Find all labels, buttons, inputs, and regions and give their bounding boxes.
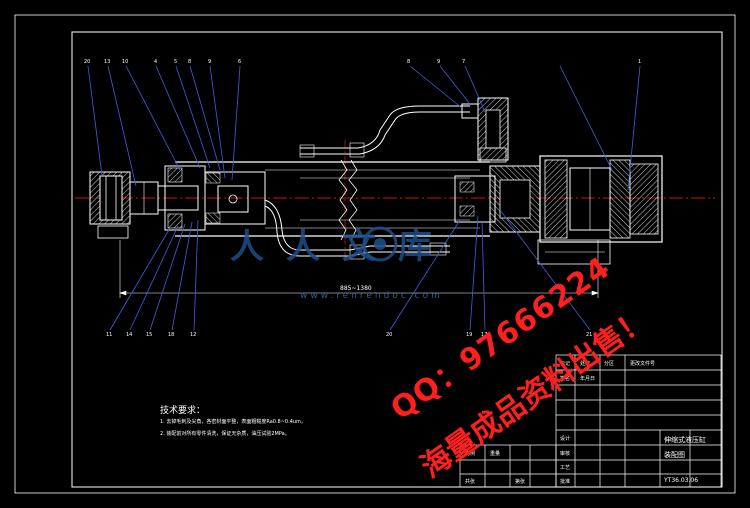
tb-mark-2: 处数 [580, 361, 591, 367]
tb-review: 审核 [560, 451, 571, 457]
tb-total-sheets: 共张 [465, 479, 476, 485]
site-watermark: www.renrendoc.com [300, 291, 443, 301]
cylinder-head-left [164, 165, 266, 231]
tb-mark-4: 更改文件号 [630, 361, 656, 367]
callout-top-7: 9 [208, 59, 212, 65]
right-gland [454, 165, 541, 233]
tb-mark-6: 年月日 [580, 376, 596, 382]
title-line-1: 伸缩式液压缸 [664, 436, 706, 444]
callout-top-8: 6 [238, 59, 242, 65]
tb-weight: 重量 [490, 451, 501, 457]
title-line-2: 装配图 [664, 451, 685, 459]
callout-bottom-6: 20 [386, 332, 393, 338]
tb-mark-1: 标记 [560, 361, 571, 367]
callout-top-5: 5 [174, 59, 178, 65]
tb-mark-3: 分区 [604, 361, 615, 367]
cylinder-barrel [175, 159, 490, 241]
callout-top-2: 13 [104, 59, 111, 65]
technical-requirements-title: 技术要求： [160, 406, 206, 416]
callout-top-3: 10 [122, 59, 129, 65]
drawing-number: YT36.03.06 [664, 477, 699, 484]
tb-sheet-no: 第张 [515, 479, 526, 485]
logo-watermark [362, 226, 398, 262]
tb-approve: 批准 [560, 479, 571, 485]
leader-lines [87, 65, 641, 331]
rod-end-fitting [89, 171, 159, 239]
valve-block [461, 97, 509, 163]
logo-text: 人人文库 [230, 227, 454, 267]
callout-bottom-3: 15 [146, 332, 153, 338]
tb-mark-5: 签名 [560, 376, 571, 382]
callout-top-1: 20 [84, 59, 91, 65]
overall-dimension-label: 885~1380 [340, 285, 372, 292]
overall-dimension [119, 240, 599, 298]
callout-bottom-4: 18 [168, 332, 175, 338]
piston-rod [157, 185, 199, 211]
callout-bottom-5: 12 [190, 332, 197, 338]
tech-note-1: 1. 去掉毛刺及尖角，各密封面平整，表面粗糙度Ra0.8~0.4um， [160, 419, 306, 425]
end-cap-right [537, 155, 663, 265]
callout-top-12: 1 [638, 59, 642, 65]
outer-frame [14, 14, 736, 494]
tb-scale: 比例 [465, 451, 476, 457]
title-block [459, 354, 722, 488]
tech-note-2: 2. 装配前对所有零件清洗，保证无杂质，油压试验2MPa。 [160, 431, 290, 437]
callout-bottom-2: 14 [126, 332, 133, 338]
callout-bottom-9: 21 [586, 332, 593, 338]
inner-frame [71, 31, 723, 488]
callout-bottom-8: 17 [481, 332, 488, 338]
callout-top-9: 8 [407, 59, 411, 65]
callout-top-6: 8 [188, 59, 192, 65]
callout-bottom-7: 19 [466, 332, 473, 338]
callout-top-10: 9 [437, 59, 441, 65]
tb-design: 设计 [560, 436, 571, 442]
callout-top-4: 4 [154, 59, 158, 65]
callout-bottom-1: 11 [106, 332, 113, 338]
tb-process: 工艺 [560, 465, 571, 471]
callout-top-11: 7 [462, 59, 466, 65]
